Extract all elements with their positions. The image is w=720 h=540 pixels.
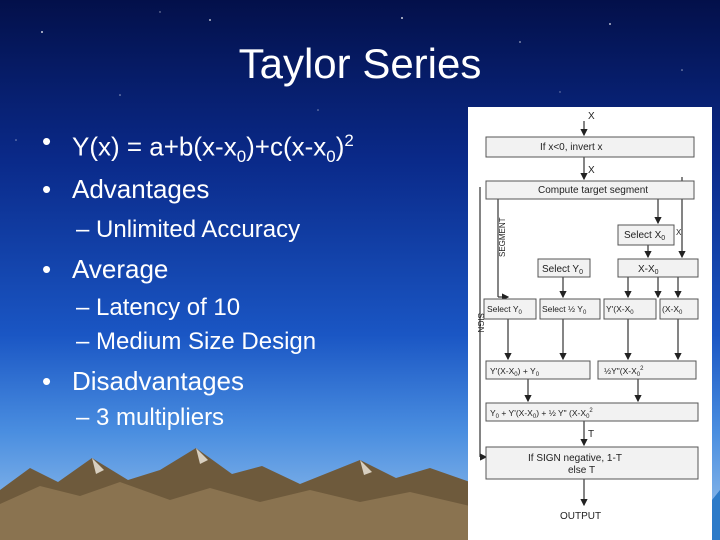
input-label: X [588,111,595,122]
invert-box: If x<0, invert x [540,142,603,153]
compute-box: Compute target segment [538,185,648,196]
sub-bullet-latency: – Latency of 10 [76,293,241,321]
bullet-list: Y(x) = a+b(x-x0)+c(x-x0)2 Advantages – U… [42,125,354,433]
square-box: (X-X0 [662,304,683,316]
bullet-formula: Y(x) = a+b(x-x0)+c(x-x0)2 [42,125,354,173]
multiply-box: Y'(X-X0 [606,304,634,316]
bullet-advantages: Advantages [42,173,354,205]
slide-title: Taylor Series [238,40,482,87]
negate-box-line-1: If SIGN negative, 1-T [528,453,622,464]
x-minus-x0-box: X-X0 [638,264,659,276]
t-label: T [588,429,594,440]
select-half-y0-box: Select ½ Y0 [542,304,587,316]
sub-bullet-multipliers: – 3 multipliers [76,403,225,431]
bullet-average: Average [42,253,354,285]
product-box-2: ½Y"(X-X02 [604,366,644,378]
bullet-disadvantages: Disadvantages [42,365,354,397]
select-x0-box: Select X0 [624,230,665,242]
product-box-1: Y'(X-X0) + Y0 [490,366,540,378]
select-y0-box: Select Y0 [542,264,583,276]
sum-box: Y0 + Y'(X-X0) + ½ Y" (X-X02 [490,408,593,420]
negate-box-line-2: else T [568,465,595,476]
segment-label: SEGMENT [498,217,507,257]
x-mid-label: X [588,165,595,176]
sub-bullet-size: – Medium Size Design [76,327,317,355]
flow-diagram: X If x<0, invert x X Compute target segm… [468,107,712,540]
sign-label: SIGN [476,313,485,333]
star-field [0,0,720,320]
sub-bullet-accuracy: – Unlimited Accuracy [76,215,301,243]
x-small-label: X [676,228,682,237]
output-label: OUTPUT [560,511,601,522]
select-y0b-box: Select Y0 [487,304,523,316]
